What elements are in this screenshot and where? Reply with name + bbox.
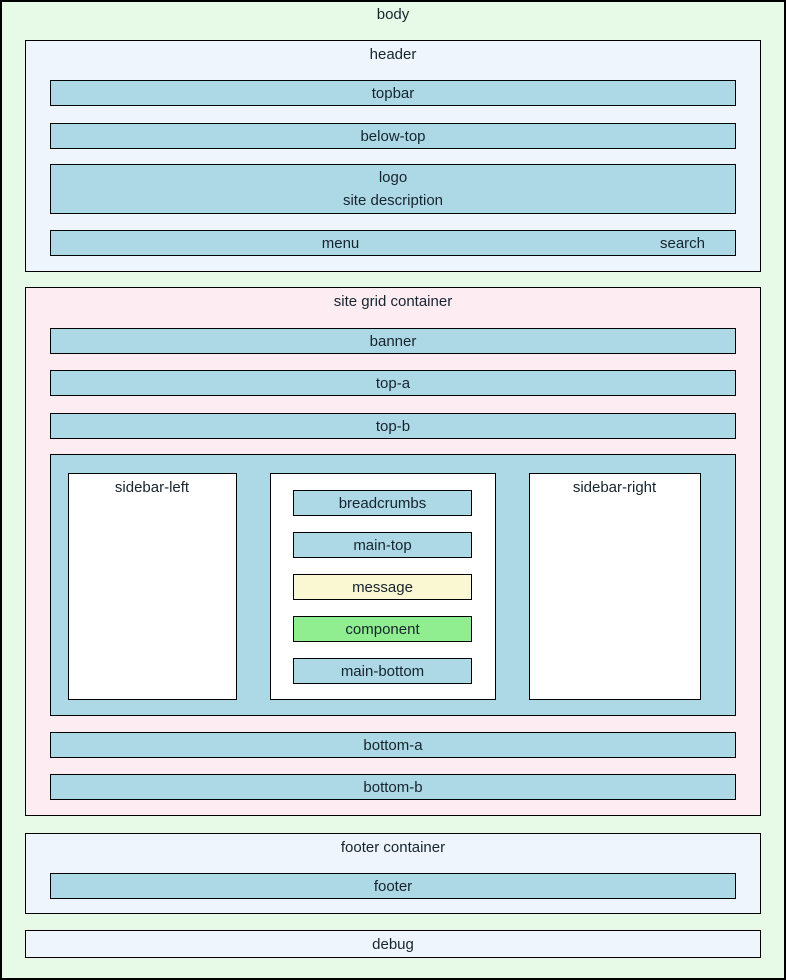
header-container: header topbar below-top logo site descri…: [25, 40, 761, 272]
logo-label: logo: [378, 169, 408, 186]
main-bottom-bar: main-bottom: [293, 658, 472, 684]
header-label: header: [369, 46, 417, 63]
site-grid-container: site grid container banner top-a top-b s…: [25, 287, 761, 816]
sidebar-left-box: sidebar-left: [67, 473, 237, 700]
sidebar-right-label: sidebar-right: [572, 479, 657, 496]
top-b-bar: top-b: [50, 413, 736, 439]
menu-label: menu: [321, 234, 360, 252]
top-b-label: top-b: [375, 417, 411, 435]
main-column-box: breadcrumbs main-top message component m…: [269, 473, 496, 700]
bottom-b-label: bottom-b: [363, 778, 423, 796]
topbar-bar: topbar: [50, 80, 736, 106]
footer-container: footer container footer: [25, 833, 761, 914]
banner-label: banner: [369, 332, 417, 350]
site-grid-container-label: site grid container: [333, 293, 453, 310]
footer-label: footer: [373, 877, 413, 895]
component-bar: component: [293, 616, 472, 642]
search-label: search: [659, 234, 706, 252]
main-bottom-label: main-bottom: [340, 662, 425, 680]
body-label: body: [376, 6, 410, 23]
top-a-label: top-a: [375, 374, 411, 392]
bottom-b-bar: bottom-b: [50, 774, 736, 800]
footer-container-label: footer container: [340, 839, 446, 856]
bottom-a-label: bottom-a: [363, 736, 423, 754]
footer-bar: footer: [50, 873, 736, 899]
main-top-bar: main-top: [293, 532, 472, 558]
below-top-bar: below-top: [50, 123, 736, 149]
debug-box: debug: [25, 930, 761, 958]
breadcrumbs-label: breadcrumbs: [338, 494, 427, 512]
site-description-label: site description: [342, 192, 444, 209]
bottom-a-bar: bottom-a: [50, 732, 736, 758]
menu-search-bar: menu search: [50, 230, 736, 256]
top-a-bar: top-a: [50, 370, 736, 396]
breadcrumbs-bar: breadcrumbs: [293, 490, 472, 516]
message-label: message: [352, 578, 413, 596]
topbar-label: topbar: [371, 84, 415, 102]
sidebar-left-label: sidebar-left: [114, 479, 190, 496]
below-top-label: below-top: [360, 127, 426, 145]
component-label: component: [345, 620, 420, 638]
debug-label: debug: [372, 935, 414, 953]
banner-bar: banner: [50, 328, 736, 354]
sidebar-right-box: sidebar-right: [528, 473, 701, 700]
content-row: sidebar-left breadcrumbs main-top messag…: [50, 454, 736, 716]
logo-bar: logo site description: [50, 164, 736, 214]
main-top-label: main-top: [353, 536, 412, 554]
message-bar: message: [293, 574, 472, 600]
